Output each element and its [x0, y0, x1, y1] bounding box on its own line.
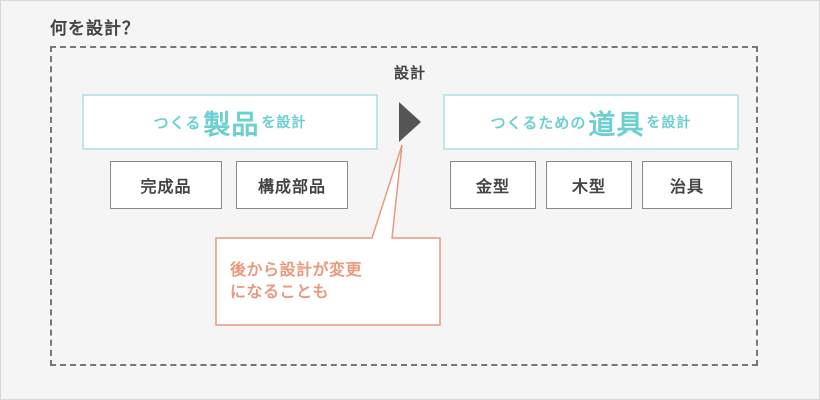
- diagram-title: 何を設計？: [50, 19, 140, 39]
- finished-product-box: 完成品: [110, 161, 222, 209]
- tool-header-post: を設計: [646, 115, 692, 131]
- product-header-post: を設計: [261, 115, 307, 131]
- wood-pattern-box: 木型: [546, 161, 632, 209]
- metal-mold-box: 金型: [450, 161, 536, 209]
- tool-header-pre: つくるための: [490, 113, 587, 132]
- product-header-emph: 製品: [203, 109, 260, 141]
- design-label: 設計: [393, 64, 426, 82]
- callout-line-2: になることも: [230, 282, 330, 301]
- tool-design-box: つくるための 道具 を設計: [443, 94, 739, 150]
- callout-shape: [215, 144, 441, 326]
- right-arrow-icon: [399, 102, 421, 142]
- product-design-box: つくる 製品 を設計: [82, 94, 378, 150]
- product-header-pre: つくる: [153, 113, 202, 132]
- tool-header-emph: 道具: [588, 109, 645, 141]
- component-parts-box: 構成部品: [236, 161, 348, 209]
- callout-line-1: 後から設計が変更: [230, 260, 363, 279]
- design-scope-dashed-box: [50, 46, 758, 366]
- jig-box: 治具: [642, 161, 732, 209]
- callout-text: 後から設計が変更 になることも: [230, 259, 430, 303]
